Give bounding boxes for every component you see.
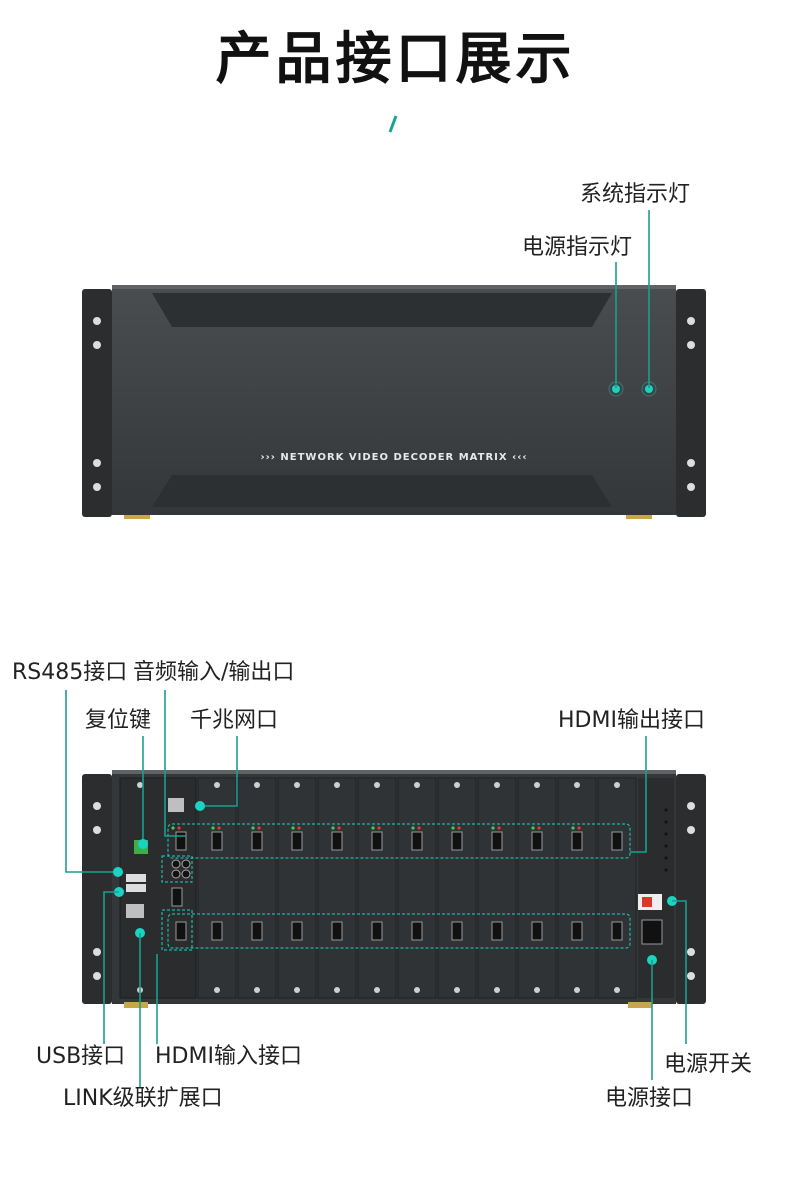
device-rear-panel [82,770,706,1008]
callout-link: LINK级联扩展口 [63,1086,223,1111]
device-front-panel [82,285,706,519]
callout-reset: 复位键 [85,708,152,733]
callout-rs485: RS485接口 [12,660,128,685]
front-callout-lines [615,210,650,388]
page-title: 产品接口展示 [215,27,576,92]
arrow-right-icon: ››› [260,452,276,463]
callout-power-light: 电源指示灯 [522,235,633,260]
accent-slash [388,115,398,133]
arrow-left-icon: ‹‹‹ [512,452,528,463]
callout-usb: USB接口 [36,1044,126,1069]
callout-hdmi-in: HDMI输入接口 [155,1044,302,1069]
callout-gigabit-lan: 千兆网口 [190,708,279,733]
device-model-text: NETWORK VIDEO DECODER MATRIX [280,452,508,463]
callout-system-light: 系统指示灯 [580,182,691,207]
callout-hdmi-out: HDMI输出接口 [558,708,705,733]
rear-callout-lines [65,690,687,1088]
callout-power-switch: 电源开关 [664,1052,753,1077]
callout-audio-io: 音频输入/输出口 [133,660,295,685]
callout-power-port: 电源接口 [605,1086,694,1111]
